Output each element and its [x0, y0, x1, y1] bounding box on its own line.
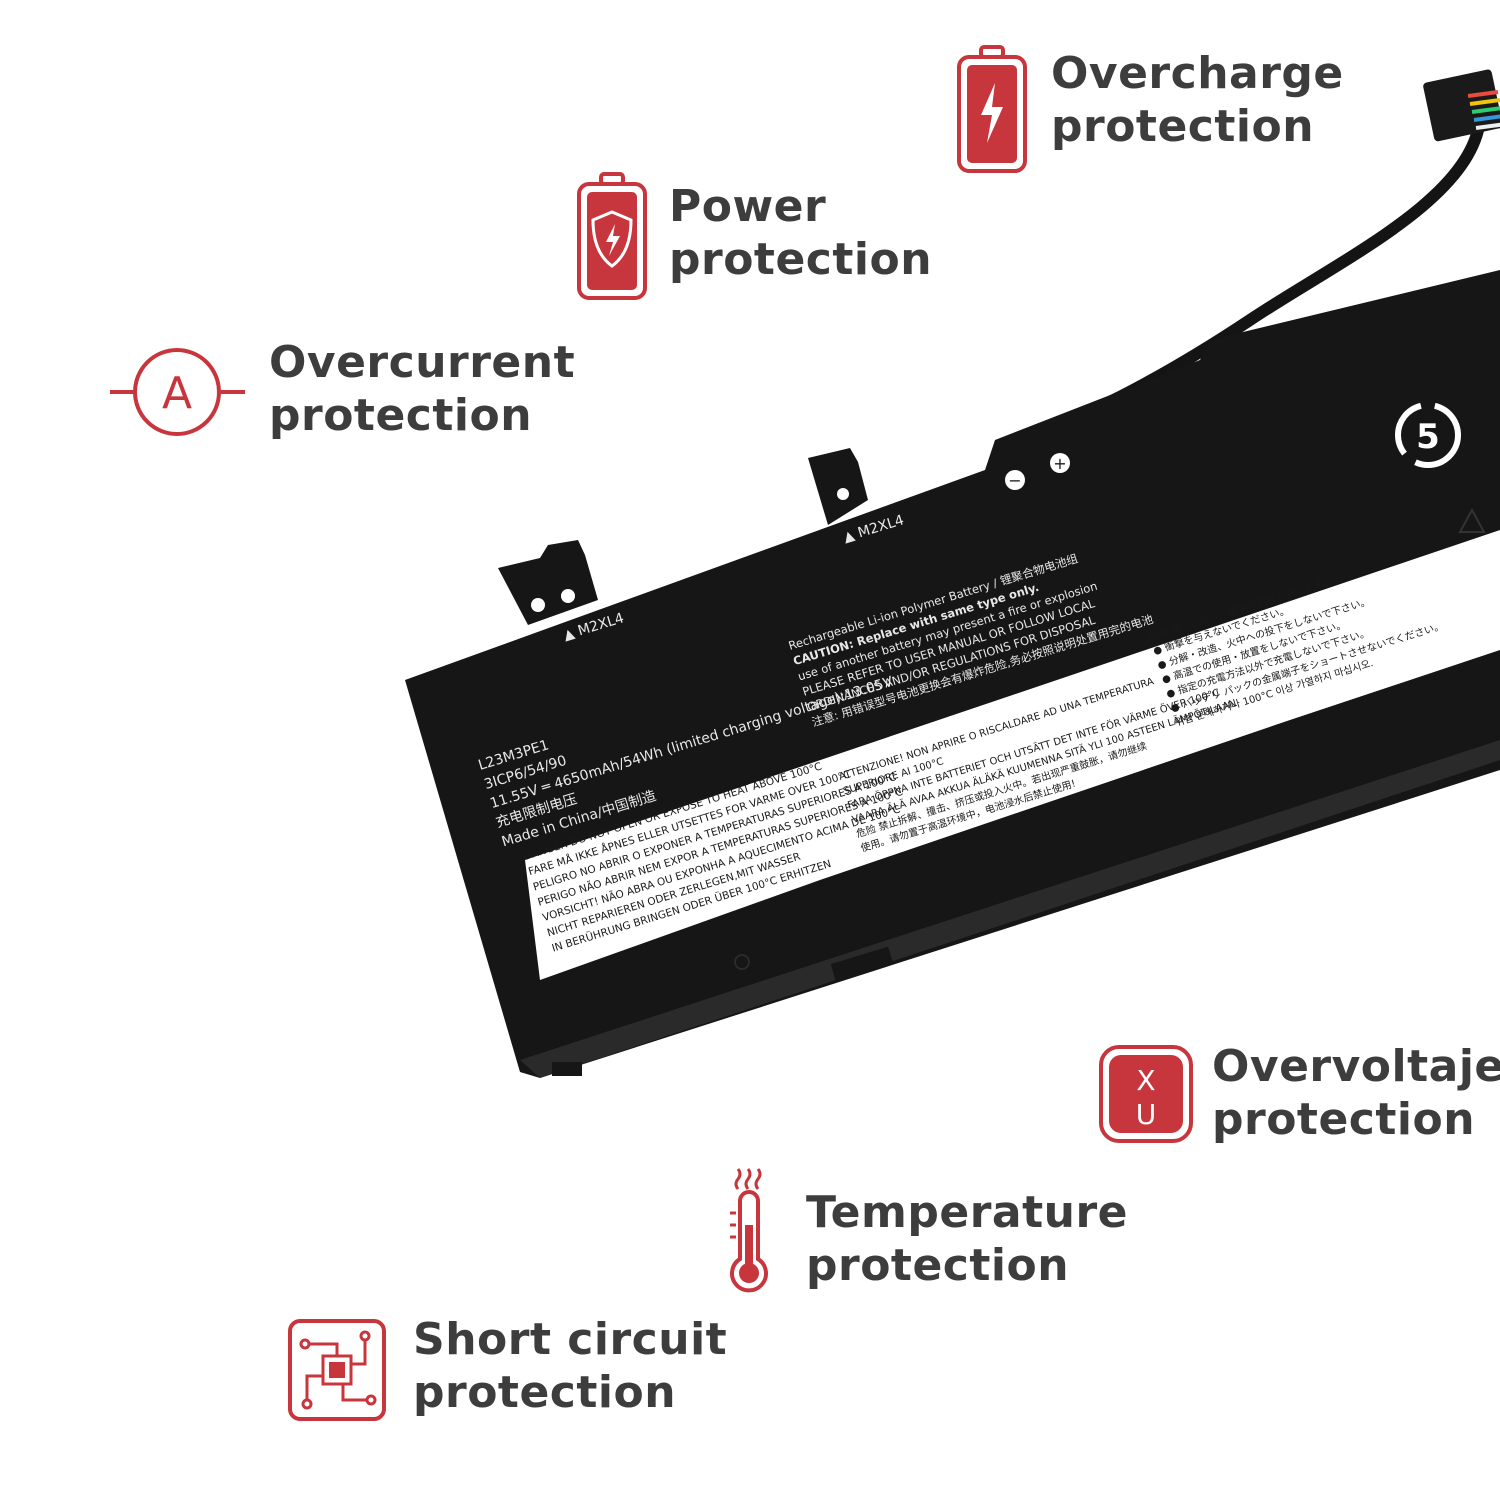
feature-subtitle: protection — [413, 1367, 677, 1418]
battery-shield-icon — [577, 172, 647, 300]
ammeter-icon: A — [110, 348, 245, 436]
terminal-plus-icon: + — [1050, 453, 1070, 473]
feature-title: Temperature — [806, 1187, 1128, 1238]
svg-text:5: 5 — [1416, 417, 1440, 457]
svg-text:+: + — [1053, 454, 1066, 473]
feature-subtitle: protection — [806, 1240, 1070, 1291]
screw-tab-middle — [808, 448, 868, 525]
terminal-minus-icon: − — [1005, 470, 1025, 490]
feature-overcharge: Overcharge protection — [955, 45, 1344, 175]
feature-overvoltage: X U Overvoltaje protection — [1098, 1041, 1500, 1146]
svg-text:U: U — [1136, 1098, 1157, 1131]
feature-subtitle: protection — [1212, 1094, 1476, 1145]
recycle-5-icon: 5 — [1395, 402, 1461, 468]
svg-text:A: A — [162, 368, 192, 419]
feature-title: Overcurrent — [269, 337, 576, 388]
feature-title: Overcharge — [1051, 48, 1344, 99]
feature-temperature: Temperature protection — [722, 1165, 1128, 1295]
label-caution-text: Rechargeable Li-ion Polymer Battery / 锂聚… — [787, 551, 1156, 729]
feature-title: Power — [669, 181, 827, 232]
white-label — [525, 530, 1500, 980]
feature-subtitle: protection — [1051, 101, 1315, 152]
warning-triangle-icon — [1458, 507, 1486, 533]
voltage-icon: X U — [1099, 1045, 1193, 1143]
feature-short-circuit: Short circuit protection — [287, 1314, 727, 1422]
thermometer-icon — [730, 1168, 768, 1293]
clip — [552, 1062, 582, 1076]
feature-subtitle: protection — [669, 234, 933, 285]
screw-tab-left — [498, 540, 598, 625]
feature-overcurrent: A Overcurrent protection — [110, 337, 575, 444]
feature-power: Power protection — [575, 172, 932, 302]
circuit-chip-icon — [288, 1319, 386, 1421]
clip — [830, 946, 894, 982]
svg-text:−: − — [1008, 471, 1021, 490]
feature-title: Overvoltaje — [1212, 1041, 1500, 1092]
feature-title: Short circuit — [413, 1314, 728, 1365]
svg-text:X: X — [1136, 1064, 1155, 1097]
battery-bolt-icon — [957, 45, 1027, 173]
feature-subtitle: protection — [269, 390, 533, 441]
battery-connector — [1423, 69, 1500, 142]
